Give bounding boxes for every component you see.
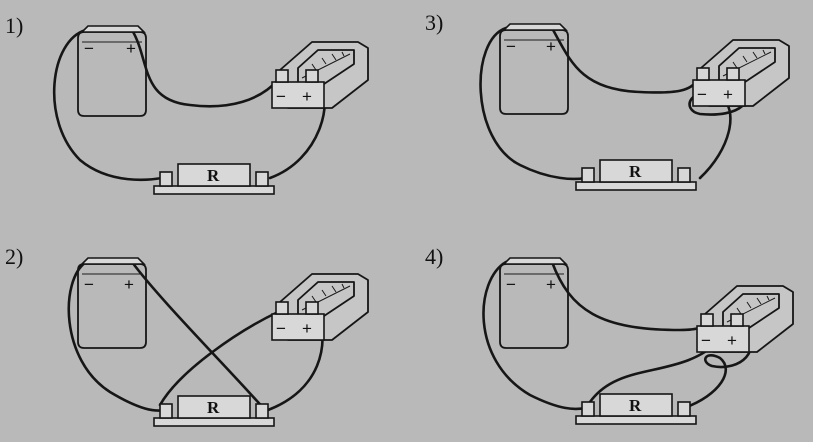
ammeter: − + — [271, 41, 369, 109]
resistor-label: R — [629, 162, 642, 181]
battery: − + — [499, 23, 569, 115]
voltmeter: − + — [271, 273, 369, 341]
meter-minus-label: − — [276, 87, 286, 106]
battery-plus-label: + — [126, 39, 136, 58]
wire — [550, 26, 700, 94]
battery-minus-label: − — [506, 275, 516, 294]
wire — [158, 310, 280, 407]
battery-plus-label: + — [124, 275, 134, 294]
battery: − + — [77, 25, 147, 117]
panel-label-3: 3) — [425, 10, 443, 35]
panel-label-4: 4) — [425, 244, 443, 269]
meter-minus-label: − — [697, 85, 707, 104]
battery: − + — [77, 257, 147, 349]
resistor: R — [575, 159, 697, 191]
battery-minus-label: − — [506, 37, 516, 56]
wire — [52, 28, 164, 182]
wire — [130, 28, 280, 108]
panel-2: 2) − + − + R — [5, 244, 369, 427]
wire — [482, 260, 587, 411]
battery-plus-label: + — [546, 275, 556, 294]
wire — [479, 26, 587, 181]
wire — [550, 260, 710, 332]
resistor-label: R — [207, 398, 220, 417]
panel-3: 3) − + − + R — [425, 10, 790, 191]
panel-label-1: 1) — [5, 13, 23, 38]
battery-plus-label: + — [546, 37, 556, 56]
battery-minus-label: − — [84, 39, 94, 58]
wire — [682, 324, 753, 410]
meter-minus-label: − — [276, 319, 286, 338]
panel-4: 4) − + − + R — [425, 244, 794, 425]
voltmeter: − + — [696, 285, 794, 353]
resistor-label: R — [629, 396, 642, 415]
ammeter: − + — [692, 39, 790, 107]
resistor-label: R — [207, 166, 220, 185]
resistor: R — [575, 393, 697, 425]
meter-plus-label: + — [302, 87, 312, 106]
wire — [130, 260, 267, 412]
meter-plus-label: + — [723, 85, 733, 104]
battery-minus-label: − — [84, 275, 94, 294]
wire — [67, 260, 167, 412]
resistor: R — [153, 395, 275, 427]
panel-label-2: 2) — [5, 244, 23, 269]
meter-plus-label: + — [727, 331, 737, 350]
resistor: R — [153, 163, 275, 195]
meter-plus-label: + — [302, 319, 312, 338]
panel-1: 1) − + − + R — [5, 13, 369, 195]
meter-minus-label: − — [701, 331, 711, 350]
battery: − + — [499, 257, 569, 349]
